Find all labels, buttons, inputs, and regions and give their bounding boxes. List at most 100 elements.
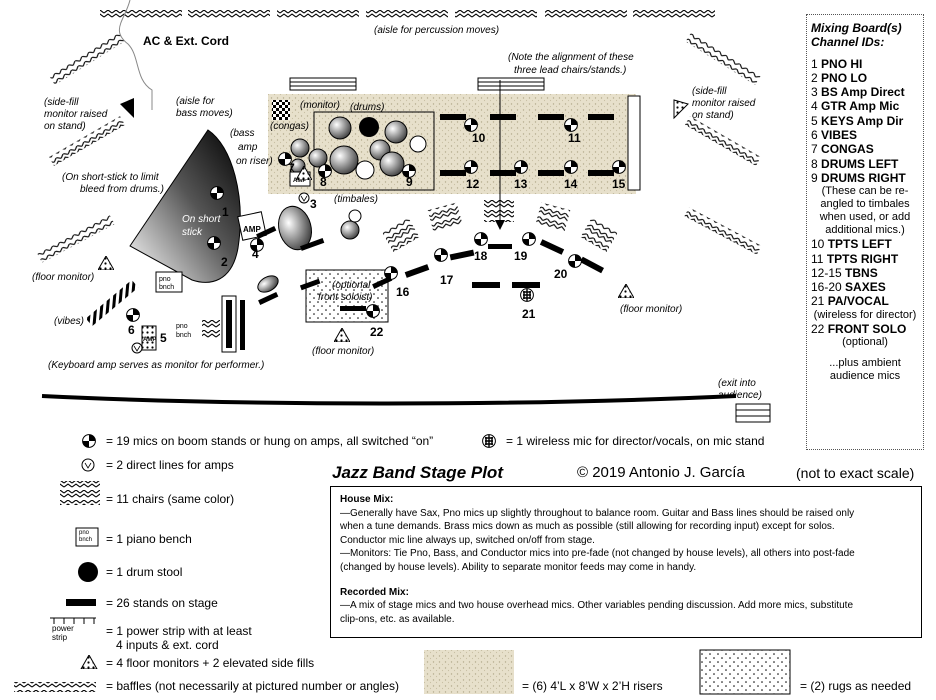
mic-number: 13 bbox=[514, 177, 528, 191]
guitar-amp-label: AMP bbox=[243, 225, 261, 234]
monitor-wedge-top-right bbox=[477, 77, 545, 91]
page-title: Jazz Band Stage Plot bbox=[332, 463, 503, 482]
house-mix-line: (changed by house levels). Ability to se… bbox=[340, 561, 697, 573]
channel-row: 10 TPTS LEFT bbox=[811, 237, 892, 252]
piano-bench-label-2: bnch bbox=[159, 284, 174, 291]
legend-wireless: = 1 wireless mic for director/vocals, on… bbox=[506, 434, 765, 448]
floor-monitor-left-label: (floor monitor) bbox=[32, 272, 95, 283]
direct-line-bass bbox=[298, 192, 310, 204]
house-mix-line: when a tune demands. Brass mics down as … bbox=[340, 521, 835, 533]
monitor-wedge-top-left bbox=[289, 77, 357, 91]
bass-amp-riser-label-1: (bass bbox=[230, 128, 255, 139]
aisle-bass-label-1: (aisle for bbox=[176, 96, 215, 107]
floor-monitor-center-label: (floor monitor) bbox=[312, 346, 375, 357]
channel-row: 22 FRONT SOLO bbox=[811, 321, 907, 336]
alignment-note-2: three lead chairs/stands.) bbox=[514, 65, 627, 76]
channel-row: 11 TPTS RIGHT bbox=[811, 251, 899, 266]
keyboard-amp bbox=[141, 325, 157, 351]
channel-row: 5 KEYS Amp Dir bbox=[811, 113, 904, 128]
side-fill-left-label-2: monitor raised bbox=[44, 109, 108, 120]
channel-row: 1 PNO HI bbox=[811, 56, 863, 71]
recorded-mix-line: clip-ons, etc. as available. bbox=[340, 613, 455, 625]
channel-row: 16-20 SAXES bbox=[811, 280, 886, 295]
side-fill-left-label-3: on stand) bbox=[44, 121, 86, 132]
bass-guitar bbox=[278, 205, 312, 251]
bass-amp-label: AMP bbox=[293, 178, 306, 184]
side-fill-left bbox=[120, 98, 134, 118]
riser-brass bbox=[440, 94, 636, 194]
channel-row: 7 CONGAS bbox=[811, 142, 874, 157]
ac-cord bbox=[118, 0, 153, 110]
channel-note-solo: (optional) bbox=[842, 336, 888, 349]
mix-notes-box: House Mix: —Generally have Sax, Pno mics… bbox=[330, 486, 922, 638]
music-stands bbox=[240, 114, 614, 350]
mic-number: 22 bbox=[370, 325, 384, 339]
mic-number: 2 bbox=[221, 255, 228, 269]
mic-number: 19 bbox=[514, 249, 528, 263]
copyright: © 2019 Antonio J. García bbox=[577, 464, 745, 481]
mic-number: 14 bbox=[564, 177, 578, 191]
optional-soloist-1: (optional bbox=[332, 280, 371, 291]
mic-number: 20 bbox=[554, 267, 568, 281]
floor-monitor-center bbox=[334, 328, 350, 342]
mic-number: 15 bbox=[612, 177, 626, 191]
side-fill-right bbox=[673, 99, 689, 120]
legend-chairs: = 11 chairs (same color) bbox=[106, 492, 235, 506]
vibes-label: (vibes) bbox=[54, 316, 85, 327]
house-mix-line: Conductor mic line always up, switched o… bbox=[340, 534, 595, 546]
mic-number: 7 bbox=[288, 161, 295, 175]
drums-label: (drums) bbox=[350, 102, 385, 113]
channel-note-pa: (wireless for director) bbox=[813, 308, 917, 321]
channel-note-ambient: ...plus ambient audience mics bbox=[829, 357, 901, 383]
side-fill-right-label-2: monitor raised bbox=[692, 98, 756, 109]
side-fill-right-label-1: (side-fill bbox=[692, 86, 727, 97]
mic-number: 1 bbox=[222, 205, 229, 219]
channel-id-panel: Mixing Board(s) Channel IDs: 1 PNO HI 2 … bbox=[806, 14, 924, 450]
timbales bbox=[340, 209, 362, 240]
mic-number: 16 bbox=[396, 285, 410, 299]
aisle-percussion-label: (aisle for percussion moves) bbox=[374, 25, 500, 36]
floor-monitor-right-label: (floor monitor) bbox=[620, 304, 683, 315]
channel-row: 8 DRUMS LEFT bbox=[811, 156, 899, 171]
keyboard-amp-label: AMP bbox=[143, 337, 156, 343]
ac-cord-label: AC & Ext. Cord bbox=[143, 34, 230, 48]
exit-label-2: audience) bbox=[718, 390, 762, 401]
mic-number: 3 bbox=[310, 197, 317, 211]
short-stick-note-1: (On short-stick to limit bbox=[62, 172, 159, 183]
exit-label-1: (exit into bbox=[718, 378, 756, 389]
bass-amp-riser-label-3: on riser) bbox=[236, 156, 273, 167]
legend-monitors: = 4 floor monitors + 2 elevated side fil… bbox=[106, 656, 315, 670]
aisle-bass-label-2: bass moves) bbox=[176, 108, 233, 119]
legend-mics: = 19 mics on boom stands or hung on amps… bbox=[106, 434, 434, 448]
legend bbox=[14, 434, 791, 695]
legend-rugs: = (2) rugs as needed bbox=[800, 679, 912, 693]
side-fill-right-label-3: on stand) bbox=[692, 110, 734, 121]
channel-row: 6 VIBES bbox=[811, 128, 858, 143]
short-stick-note-2: bleed from drums.) bbox=[80, 184, 164, 195]
mic-number: 18 bbox=[474, 249, 488, 263]
mic-number: 21 bbox=[522, 307, 536, 321]
mic-number: 9 bbox=[406, 175, 413, 189]
house-mix-line: —Generally have Sax, Pno mics up slightl… bbox=[340, 507, 855, 519]
scale-note: (not to exact scale) bbox=[796, 465, 915, 481]
monitor-label: (monitor) bbox=[300, 100, 341, 111]
mic-number: 10 bbox=[472, 131, 486, 145]
piano-bench bbox=[155, 271, 183, 293]
channel-row: 3 BS Amp Direct bbox=[811, 85, 905, 100]
mic-number: 8 bbox=[320, 175, 327, 189]
mic-number: 4 bbox=[252, 247, 259, 261]
direct-line-keys bbox=[131, 342, 143, 354]
sax-chairs bbox=[382, 200, 618, 253]
legend-stands: = 26 stands on stage bbox=[106, 596, 218, 610]
congas-label: (congas) bbox=[270, 121, 309, 132]
house-mix-line: —Monitors: Tie Pno, Bass, and Conductor … bbox=[340, 548, 855, 560]
drum-kit bbox=[328, 116, 427, 180]
mic-number: 17 bbox=[440, 273, 454, 287]
right-baffles bbox=[684, 33, 762, 255]
keyboard-bench-label-2: bnch bbox=[176, 332, 191, 339]
timbales-label: (timbales) bbox=[334, 194, 378, 205]
side-fill-left-label-1: (side-fill bbox=[44, 97, 79, 108]
